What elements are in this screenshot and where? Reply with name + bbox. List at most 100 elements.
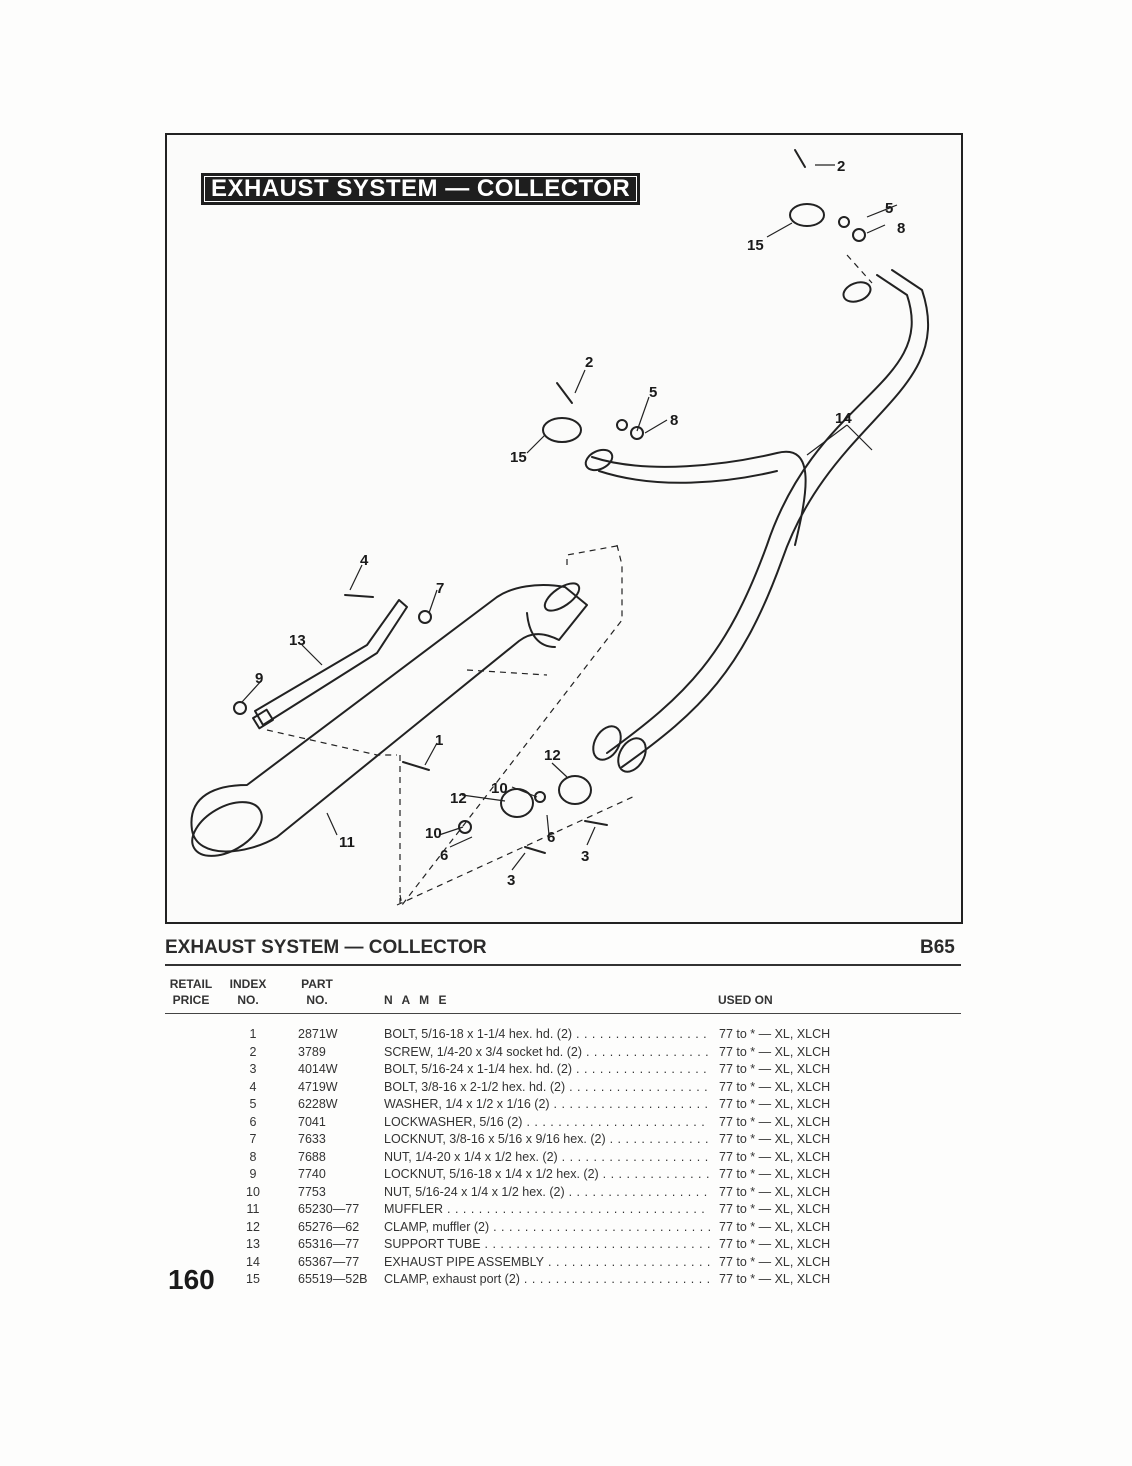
- table-row: 1 2871W BOLT, 5/16-18 x 1-1/4 hex. hd. (2)…: [165, 1027, 965, 1045]
- callout-2-top: 2: [837, 158, 845, 175]
- used-on: 77 to * — XL, XLCH: [719, 1027, 831, 1041]
- part-name: WASHER, 1/4 x 1/2 x 1/16 (2): [384, 1097, 710, 1111]
- support-tube-shape: [254, 599, 408, 726]
- used-on: 77 to * — XL, XLCH: [719, 1062, 831, 1076]
- index-no: 7: [249, 1132, 257, 1146]
- index-no: 2: [249, 1044, 257, 1059]
- used-on: 77 to * — XL, XLCH: [719, 1132, 831, 1146]
- callout-12-right: 12: [544, 747, 561, 764]
- part-name: SUPPORT TUBE: [384, 1237, 710, 1251]
- table-row: 5 6228W WASHER, 1/4 x 1/2 x 1/16 (2) 77 to …: [165, 1097, 965, 1115]
- part-name: SCREW, 1/4-20 x 3/4 socket hd. (2): [384, 1045, 710, 1059]
- column-header-rule: [165, 1013, 961, 1014]
- callout-11: 11: [339, 834, 355, 851]
- used-on: 77 to * — XL, XLCH: [719, 1184, 831, 1199]
- table-row: 12 65276—62 CLAMP, muffler (2) 77 to * — XL…: [165, 1220, 965, 1238]
- callout-3-right: 3: [581, 848, 589, 865]
- part-no: 65276—62: [298, 1219, 360, 1234]
- callout-8-mid: 8: [670, 412, 678, 429]
- col-header-name: N A M E: [384, 993, 450, 1007]
- part-no: 7688: [298, 1149, 326, 1164]
- used-on: 77 to * — XL, XLCH: [719, 1044, 831, 1059]
- part-name: NUT, 5/16-24 x 1/4 x 1/2 hex. (2): [384, 1185, 710, 1199]
- callout-10-left: 10: [425, 825, 442, 842]
- index-no: 1: [249, 1027, 257, 1041]
- muffler-shape: [190, 584, 588, 853]
- callout-12-left: 12: [450, 790, 467, 807]
- index-no: 9: [249, 1167, 257, 1181]
- index-no: 11: [246, 1202, 260, 1216]
- muffler-clamp-right: [558, 775, 592, 805]
- part-no: 7740: [298, 1167, 326, 1181]
- part-name: LOCKNUT, 3/8-16 x 5/16 x 9/16 hex. (2): [384, 1132, 710, 1146]
- part-no: 7041: [298, 1114, 326, 1129]
- callout-8-top: 8: [897, 220, 905, 237]
- index-no: 12: [246, 1219, 260, 1234]
- table-row: 7 7633 LOCKNUT, 3/8-16 x 5/16 x 9/16 hex. …: [165, 1132, 965, 1150]
- index-no: 4: [249, 1079, 257, 1094]
- callout-14: 14: [835, 410, 852, 427]
- part-name: BOLT, 5/16-18 x 1-1/4 hex. hd. (2): [384, 1027, 710, 1041]
- col-header-used-on: USED ON: [718, 993, 773, 1007]
- callout-5-mid: 5: [649, 384, 657, 401]
- part-no: 65519—52B: [298, 1272, 368, 1286]
- exhaust-pipe-front: [606, 274, 913, 754]
- index-no: 14: [246, 1254, 260, 1269]
- callout-10-right: 10: [491, 780, 508, 797]
- table-row: 13 65316—77 SUPPORT TUBE 77 to * — XL, XLCH: [165, 1237, 965, 1255]
- index-no: 15: [246, 1272, 260, 1286]
- part-no: 65316—77: [298, 1237, 360, 1251]
- callout-3-left: 3: [507, 872, 515, 889]
- used-on: 77 to * — XL, XLCH: [719, 1237, 831, 1251]
- exhaust-port-clamp-lower: [542, 417, 582, 443]
- exhaust-diagram-art: 2 5 8 15 2 5 8 15 14 4 7 13 9 1 11 12 10…: [190, 149, 929, 907]
- used-on: 77 to * — XL, XLCH: [719, 1149, 831, 1164]
- col-header-part-no: PART NO.: [301, 977, 333, 1007]
- callout-4: 4: [360, 552, 369, 569]
- index-no: 5: [249, 1097, 257, 1111]
- callout-5-top: 5: [885, 200, 893, 217]
- part-no: 6228W: [298, 1097, 338, 1111]
- used-on: 77 to * — XL, XLCH: [719, 1202, 831, 1216]
- section-code: B65: [920, 937, 955, 958]
- table-row: 15 65519—52B CLAMP, exhaust port (2) 77 to …: [165, 1272, 965, 1290]
- callout-7: 7: [436, 580, 444, 597]
- part-no: 4014W: [298, 1062, 338, 1076]
- used-on: 77 to * — XL, XLCH: [719, 1219, 831, 1234]
- used-on: 77 to * — XL, XLCH: [719, 1272, 831, 1286]
- page-number: 160: [168, 1264, 215, 1295]
- callout-9: 9: [255, 670, 263, 687]
- index-no: 6: [249, 1114, 257, 1129]
- callout-15-mid: 15: [510, 449, 527, 466]
- diagram-banner-title: EXHAUST SYSTEM — COLLECTOR: [201, 173, 641, 205]
- part-no: 65367—77: [298, 1254, 360, 1269]
- part-no: 4719W: [298, 1079, 338, 1094]
- index-no: 8: [249, 1149, 257, 1164]
- part-no: 2871W: [298, 1027, 338, 1041]
- index-no: 13: [246, 1237, 260, 1251]
- part-no: 7753: [298, 1184, 326, 1199]
- index-no: 10: [246, 1184, 260, 1199]
- part-name: LOCKWASHER, 5/16 (2): [384, 1115, 710, 1129]
- used-on: 77 to * — XL, XLCH: [719, 1167, 831, 1181]
- part-name: NUT, 1/4-20 x 1/4 x 1/2 hex. (2): [384, 1150, 710, 1164]
- callout-15-top: 15: [747, 237, 764, 254]
- callout-6-left: 6: [440, 847, 448, 864]
- part-name: CLAMP, muffler (2): [384, 1220, 710, 1234]
- part-name: MUFFLER: [384, 1202, 710, 1216]
- exhaust-pipe-rear: [591, 450, 807, 546]
- part-name: CLAMP, exhaust port (2): [384, 1272, 710, 1286]
- table-row: 8 7688 NUT, 1/4-20 x 1/4 x 1/2 hex. (2) 77 …: [165, 1150, 965, 1168]
- col-header-retail-price: RETAIL PRICE: [169, 977, 213, 1007]
- used-on: 77 to * — XL, XLCH: [719, 1254, 831, 1269]
- part-name: BOLT, 5/16-24 x 1-1/4 hex. hd. (2): [384, 1062, 710, 1076]
- col-header-index-no: INDEX NO.: [229, 977, 267, 1007]
- part-no: 7633: [298, 1132, 326, 1146]
- used-on: 77 to * — XL, XLCH: [719, 1097, 831, 1111]
- callout-13: 13: [289, 632, 306, 649]
